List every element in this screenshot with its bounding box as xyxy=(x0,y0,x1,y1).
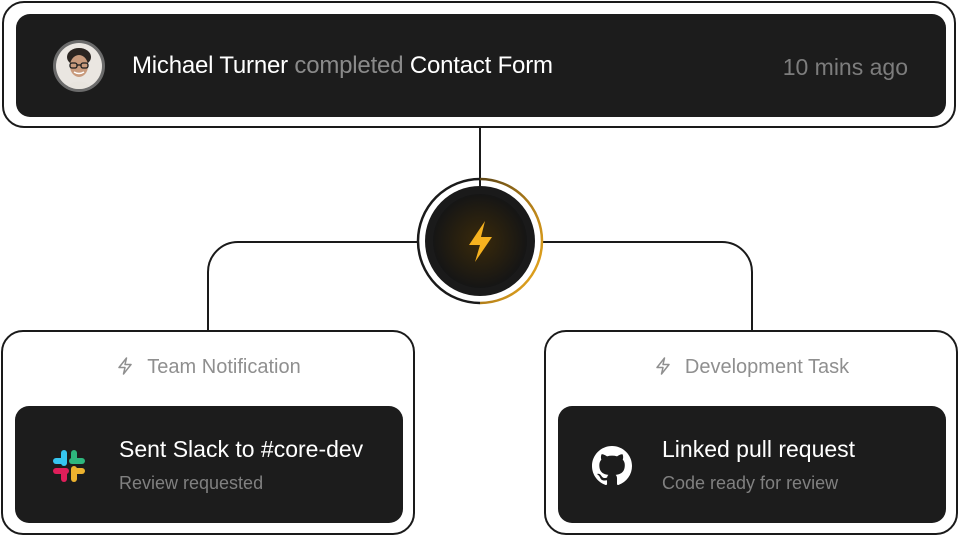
bolt-outline-icon xyxy=(656,357,670,375)
bolt-outline-icon xyxy=(118,357,133,375)
event-target: Contact Form xyxy=(409,52,553,79)
avatar-portrait-icon xyxy=(56,43,102,89)
event-verb: completed xyxy=(294,52,404,79)
slack-icon xyxy=(53,450,85,482)
lightning-bolt-icon xyxy=(469,221,492,262)
action-header-label: Development Task xyxy=(684,356,850,378)
progress-ring-fill xyxy=(479,177,544,305)
action-detail: Linked pull request Code ready for revie… xyxy=(558,406,946,523)
progress-ring-track xyxy=(416,177,481,305)
github-icon xyxy=(592,446,632,486)
action-subtitle: Code ready for review xyxy=(662,473,839,493)
trigger-event-inner: Michael Turner completed Contact Form 10… xyxy=(16,14,946,117)
event-timestamp: 10 mins ago xyxy=(782,54,908,80)
action-detail: Sent Slack to #core-dev Review requested xyxy=(15,406,403,523)
action-header-label: Team Notification xyxy=(147,356,301,378)
connector-left xyxy=(207,241,418,330)
action-card-development-task[interactable]: Development Task Linked pull request Cod… xyxy=(544,330,958,535)
action-header: Team Notification xyxy=(3,356,413,379)
action-subtitle: Review requested xyxy=(119,473,264,493)
action-title: Sent Slack to #core-dev xyxy=(119,436,364,462)
action-card-team-notification[interactable]: Team Notification Sent Slack to #core-de… xyxy=(1,330,415,535)
event-user-name: Michael Turner xyxy=(132,52,288,79)
action-title: Linked pull request xyxy=(662,436,856,462)
avatar xyxy=(53,40,105,92)
trigger-hub[interactable] xyxy=(414,175,546,307)
connector-right xyxy=(542,241,753,330)
trigger-event-card[interactable]: Michael Turner completed Contact Form 10… xyxy=(2,1,956,128)
action-header: Development Task xyxy=(546,356,956,379)
event-description: Michael Turner completed Contact Form xyxy=(132,52,553,80)
